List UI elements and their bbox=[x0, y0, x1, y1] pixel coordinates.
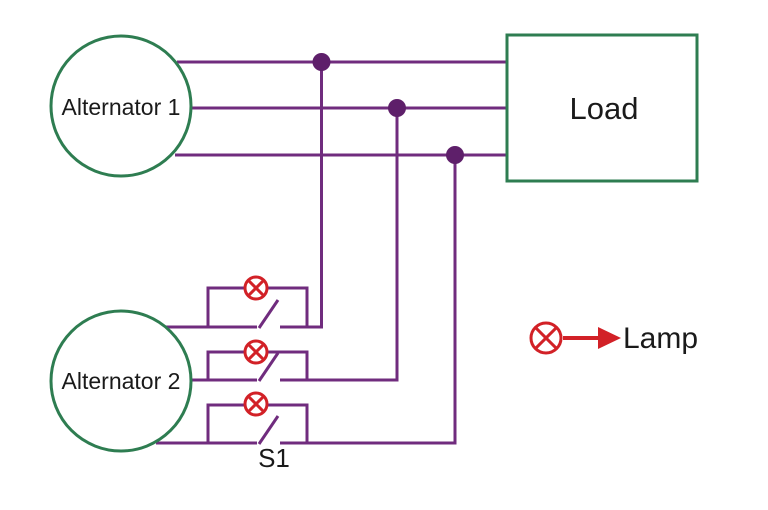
legend-label: Lamp bbox=[623, 322, 698, 355]
alternator2-label: Alternator 2 bbox=[62, 368, 181, 394]
junction-dot-2 bbox=[388, 99, 406, 117]
legend: Lamp bbox=[529, 321, 698, 355]
junction-dots bbox=[312, 53, 464, 164]
legend-arrow-head bbox=[598, 327, 621, 349]
alternator1-label: Alternator 1 bbox=[62, 94, 181, 120]
lamp-cross-line bbox=[247, 279, 265, 297]
switch2-blade bbox=[257, 352, 280, 382]
legend-lamp-icon bbox=[529, 321, 563, 355]
lamp-cross-line bbox=[247, 395, 265, 413]
switch3-blade bbox=[257, 415, 280, 445]
load-label: Load bbox=[570, 91, 639, 126]
wiring bbox=[156, 60, 508, 445]
lamp-cross-line bbox=[534, 326, 558, 350]
alternator1-circle bbox=[49, 34, 193, 178]
alternator2-circle bbox=[49, 309, 193, 453]
lamp-cross-line bbox=[247, 343, 265, 361]
sync-lamp-3 bbox=[243, 391, 269, 417]
sync-lamp-2 bbox=[243, 339, 269, 365]
load-box bbox=[505, 33, 699, 183]
junction-dot-1 bbox=[312, 53, 331, 71]
switch1-blade bbox=[257, 299, 280, 329]
sync-lamp-1 bbox=[243, 275, 269, 301]
junction-dot-3 bbox=[446, 146, 464, 164]
switch-label: S1 bbox=[258, 443, 290, 473]
